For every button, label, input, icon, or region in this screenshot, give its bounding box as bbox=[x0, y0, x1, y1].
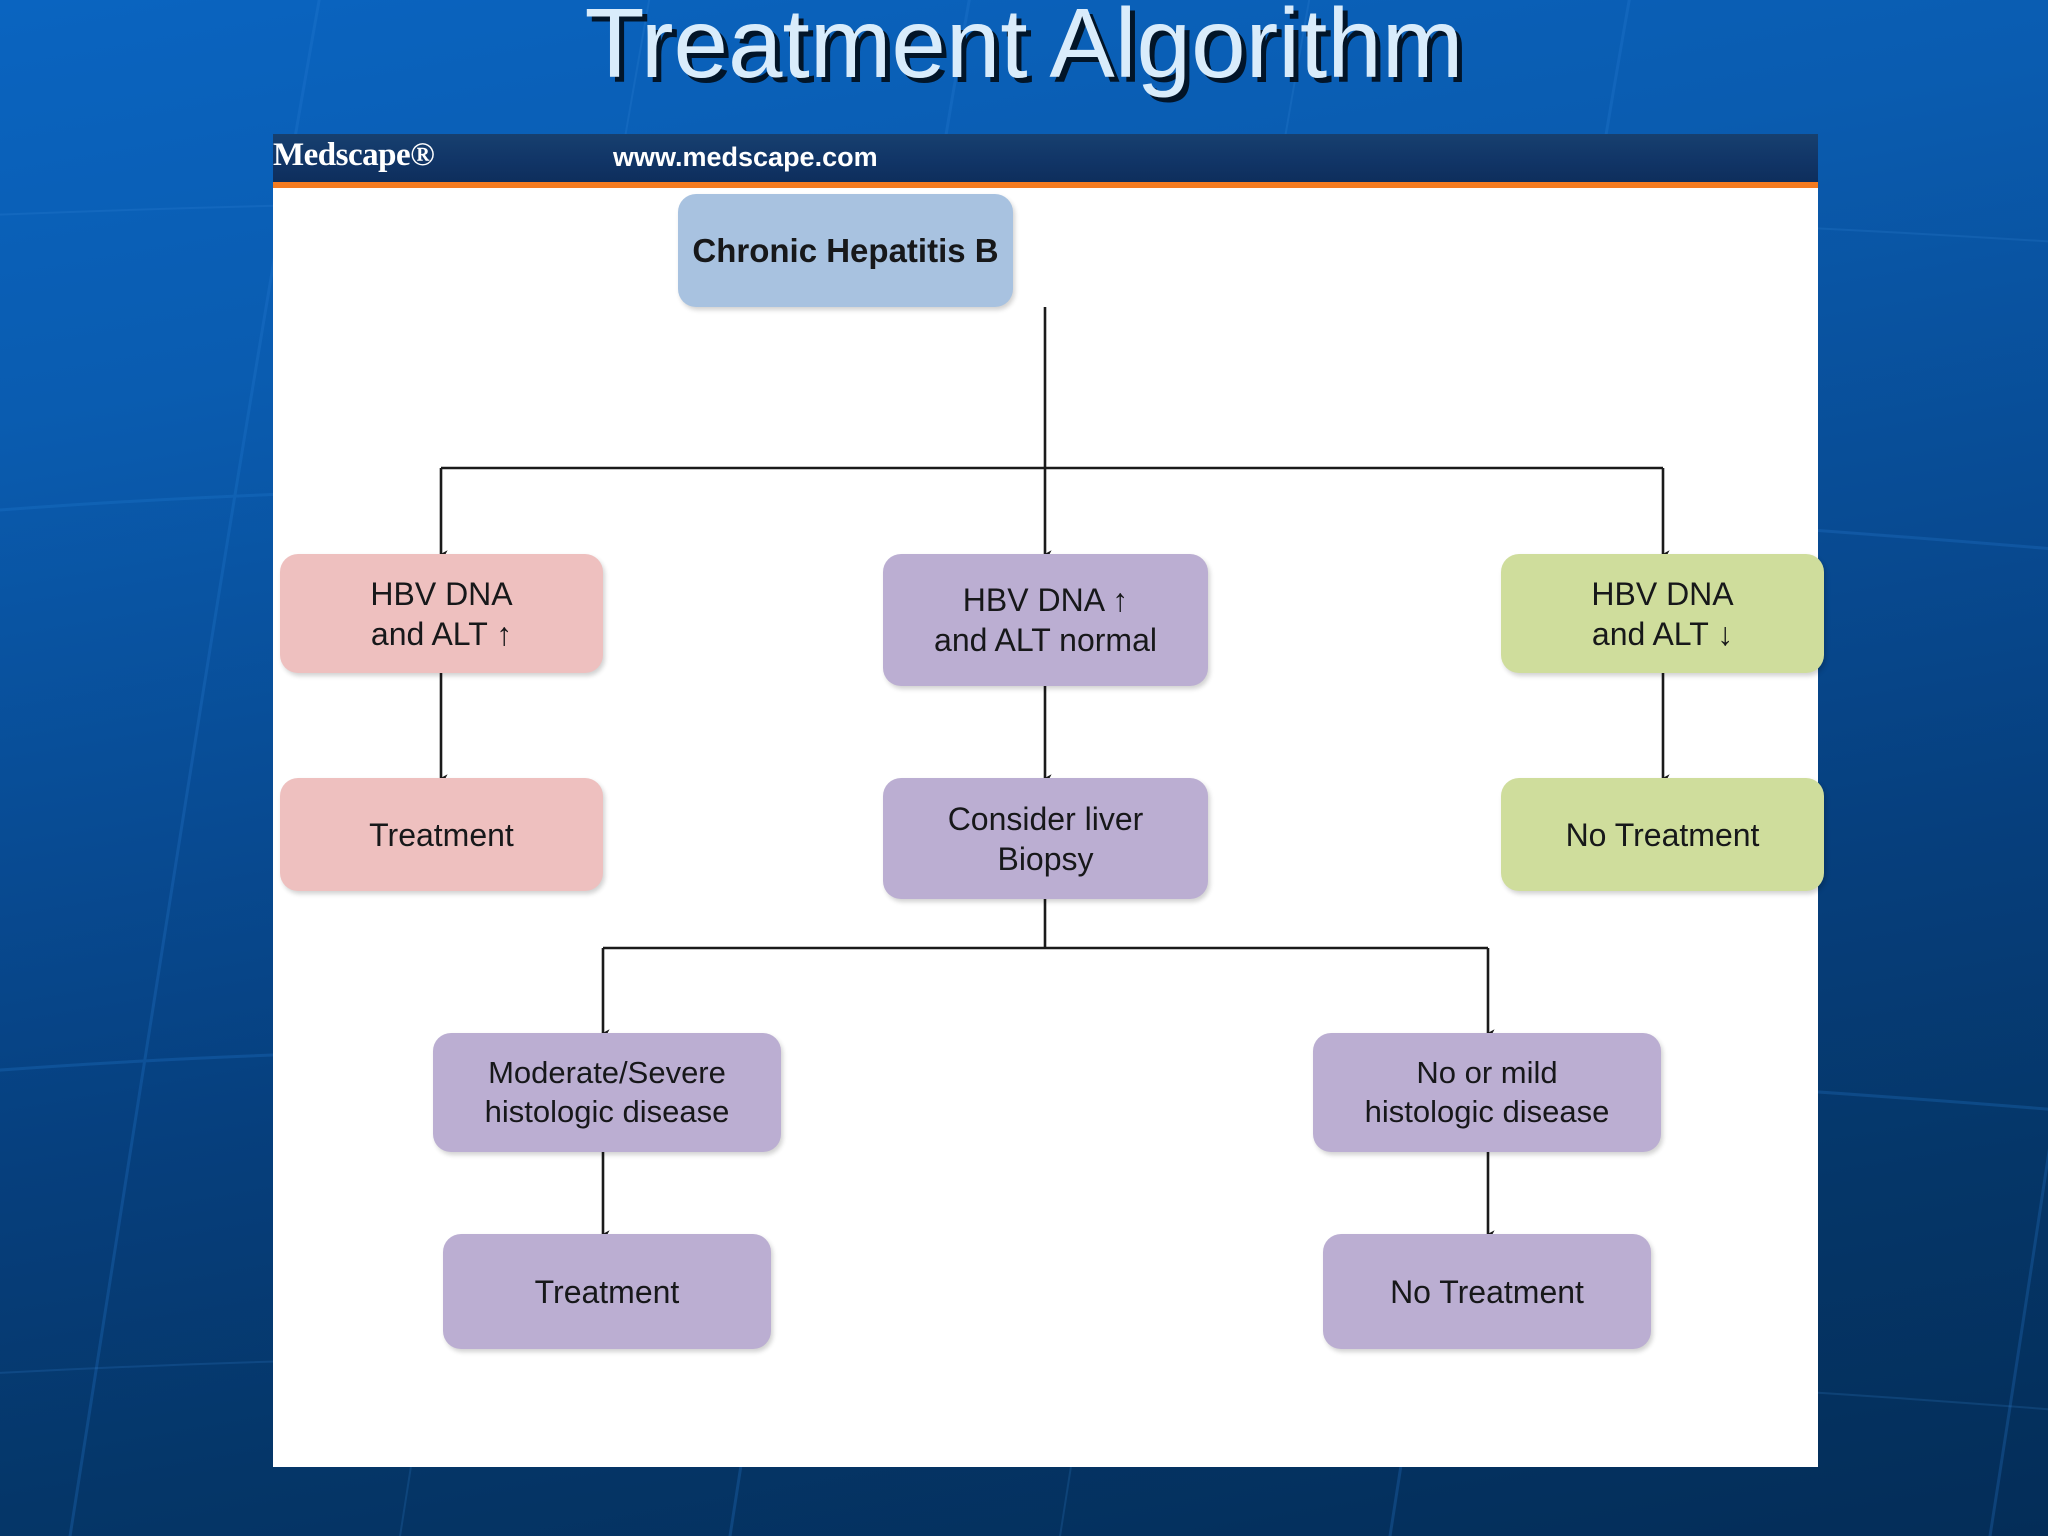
medscape-url: www.medscape.com bbox=[613, 142, 878, 172]
node-no-treatment-right[interactable]: No Treatment bbox=[1501, 778, 1824, 891]
node-label: No Treatment bbox=[1565, 816, 1760, 853]
node-chronic-hepatitis-b[interactable]: Chronic Hepatitis B bbox=[678, 194, 1013, 307]
node-no-or-mild-histologic-disease[interactable]: No or mild histologic disease bbox=[1313, 1033, 1661, 1152]
node-label: No Treatment bbox=[1390, 1273, 1584, 1310]
title-area: Treatment Algorithm bbox=[0, 0, 2048, 95]
medscape-logo: Medscape® bbox=[273, 137, 435, 173]
medscape-source-bar: Medscape® www.medscape.com bbox=[273, 134, 1818, 182]
node-label: Consider liver Biopsy bbox=[947, 800, 1144, 877]
node-hbv-dna-alt-low[interactable]: HBV DNA and ALT ↓ bbox=[1501, 554, 1824, 673]
node-hbv-dna-alt-elevated[interactable]: HBV DNA and ALT ↑ bbox=[280, 554, 603, 673]
treatment-flowchart: Chronic Hepatitis B HBV DNA and ALT ↑ HB… bbox=[273, 188, 1824, 1467]
orange-accent-rule bbox=[273, 182, 1818, 188]
node-label: Moderate/Severe histologic disease bbox=[484, 1054, 730, 1129]
node-label: HBV DNA and ALT ↓ bbox=[1591, 575, 1734, 652]
node-no-treatment-final[interactable]: No Treatment bbox=[1323, 1234, 1651, 1349]
node-hbv-dna-elevated-alt-normal[interactable]: HBV DNA ↑ and ALT normal bbox=[883, 554, 1208, 686]
node-label: HBV DNA ↑ and ALT normal bbox=[934, 582, 1157, 658]
node-label: Chronic Hepatitis B bbox=[692, 231, 999, 269]
node-moderate-severe-histologic-disease[interactable]: Moderate/Severe histologic disease bbox=[433, 1033, 781, 1152]
node-label: HBV DNA and ALT ↑ bbox=[370, 575, 513, 652]
content-panel: Medscape® www.medscape.com bbox=[273, 134, 1824, 1467]
node-label: Treatment bbox=[369, 816, 514, 853]
node-consider-liver-biopsy[interactable]: Consider liver Biopsy bbox=[883, 778, 1208, 899]
node-label: Treatment bbox=[534, 1273, 680, 1310]
node-treatment-left[interactable]: Treatment bbox=[280, 778, 603, 891]
page-title: Treatment Algorithm bbox=[584, 0, 1464, 98]
node-treatment-final[interactable]: Treatment bbox=[443, 1234, 771, 1349]
node-label: No or mild histologic disease bbox=[1364, 1054, 1610, 1129]
